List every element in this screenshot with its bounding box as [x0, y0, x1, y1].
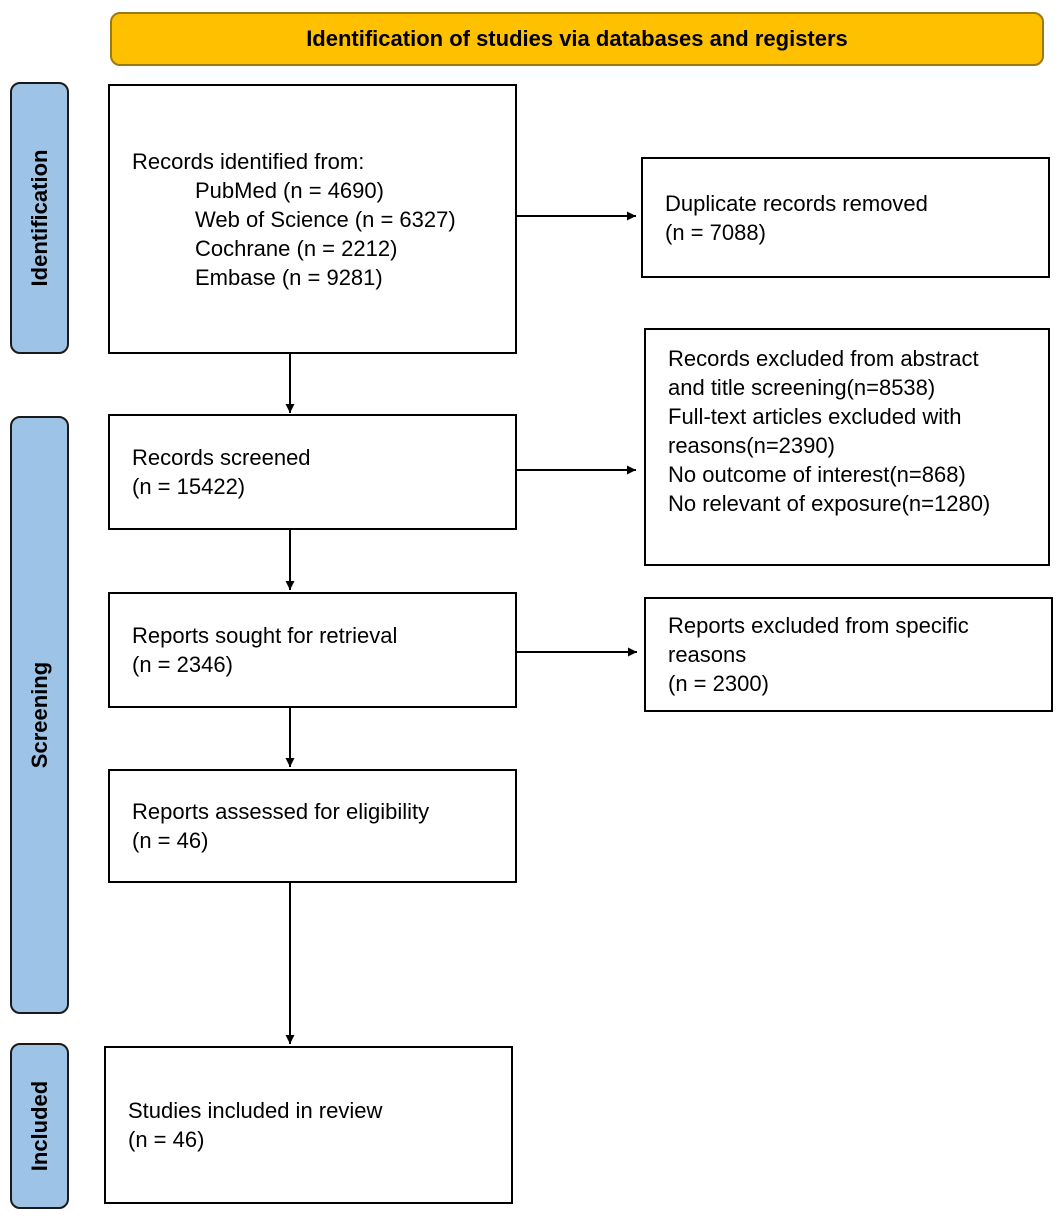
studies-included-label: Studies included in review: [128, 1098, 383, 1123]
records-identified-heading: Records identified from:: [132, 148, 365, 174]
reports-sought-box: Reports sought for retrieval (n = 2346): [108, 592, 517, 708]
source-web-of-science: Web of Science (n = 6327): [195, 206, 456, 232]
phase-included-label: Included: [26, 1080, 52, 1172]
phase-included: Included: [10, 1043, 69, 1209]
records-excluded-box: Records excluded from abstract and title…: [644, 328, 1050, 566]
phase-screening-label: Screening: [26, 661, 52, 769]
studies-included-box: Studies included in review (n = 46): [104, 1046, 513, 1204]
records-screened-box: Records screened (n = 15422): [108, 414, 517, 530]
records-screened-label: Records screened: [132, 445, 311, 470]
reports-sought-count: (n = 2346): [132, 652, 233, 677]
duplicates-removed-count: (n = 7088): [665, 219, 766, 245]
excluded-line-6: No relevant of exposure(n=1280): [668, 491, 991, 516]
reports-assessed-label: Reports assessed for eligibility: [132, 799, 430, 824]
reports-excluded-count: (n = 2300): [668, 671, 769, 696]
phase-identification-label: Identification: [26, 149, 52, 287]
duplicates-removed-label: Duplicate records removed: [665, 190, 928, 216]
studies-included-count: (n = 46): [128, 1127, 205, 1152]
phase-identification: Identification: [10, 82, 69, 354]
reports-excluded-label-2: reasons: [668, 642, 747, 667]
excluded-line-1: Records excluded from abstract: [668, 346, 979, 371]
reports-assessed-box: Reports assessed for eligibility (n = 46…: [108, 769, 517, 883]
source-embase: Embase (n = 9281): [195, 264, 383, 290]
source-pubmed: PubMed (n = 4690): [195, 177, 384, 203]
records-screened-count: (n = 15422): [132, 474, 246, 499]
reports-excluded-label-1: Reports excluded from specific: [668, 613, 969, 638]
excluded-line-2: and title screening(n=8538): [668, 375, 936, 400]
header-title: Identification of studies via databases …: [306, 26, 848, 51]
excluded-line-5: No outcome of interest(n=868): [668, 462, 966, 487]
phase-screening: Screening: [10, 416, 69, 1014]
reports-assessed-count: (n = 46): [132, 828, 209, 853]
duplicates-removed-box: Duplicate records removed (n = 7088): [641, 157, 1050, 278]
source-cochrane: Cochrane (n = 2212): [195, 235, 398, 261]
records-identified-box: Records identified from: PubMed (n = 469…: [108, 84, 517, 354]
identification-header: Identification of studies via databases …: [110, 12, 1044, 66]
excluded-line-4: reasons(n=2390): [668, 433, 835, 458]
excluded-line-3: Full-text articles excluded with: [668, 404, 962, 429]
reports-sought-label: Reports sought for retrieval: [132, 623, 398, 648]
reports-excluded-box: Reports excluded from specific reasons (…: [644, 597, 1053, 712]
